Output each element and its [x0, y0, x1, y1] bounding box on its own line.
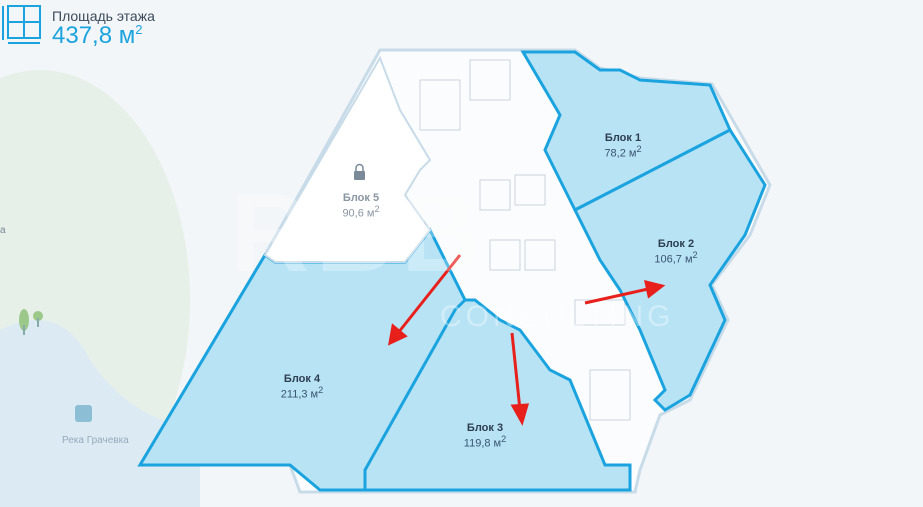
- arrows: [388, 254, 666, 426]
- watermark-sub: CONSULTING: [440, 300, 675, 333]
- floor-area-label: Площадь этажа: [52, 8, 155, 24]
- block-2-shape: [572, 128, 767, 412]
- lock-icon: [354, 163, 365, 180]
- trees-icon: [19, 309, 43, 335]
- floor-plan-icon: [2, 5, 41, 44]
- river-icon: [75, 405, 92, 422]
- river-label: Река Грачевка: [62, 435, 129, 446]
- block-5-shape: [263, 55, 432, 263]
- core-lines: [419, 59, 631, 421]
- watermark-logo: RBB: [230, 172, 487, 295]
- floor-area-value: 437,8 м2: [52, 22, 143, 49]
- partial-map-label: а: [0, 225, 6, 236]
- block-1-shape: [520, 50, 732, 213]
